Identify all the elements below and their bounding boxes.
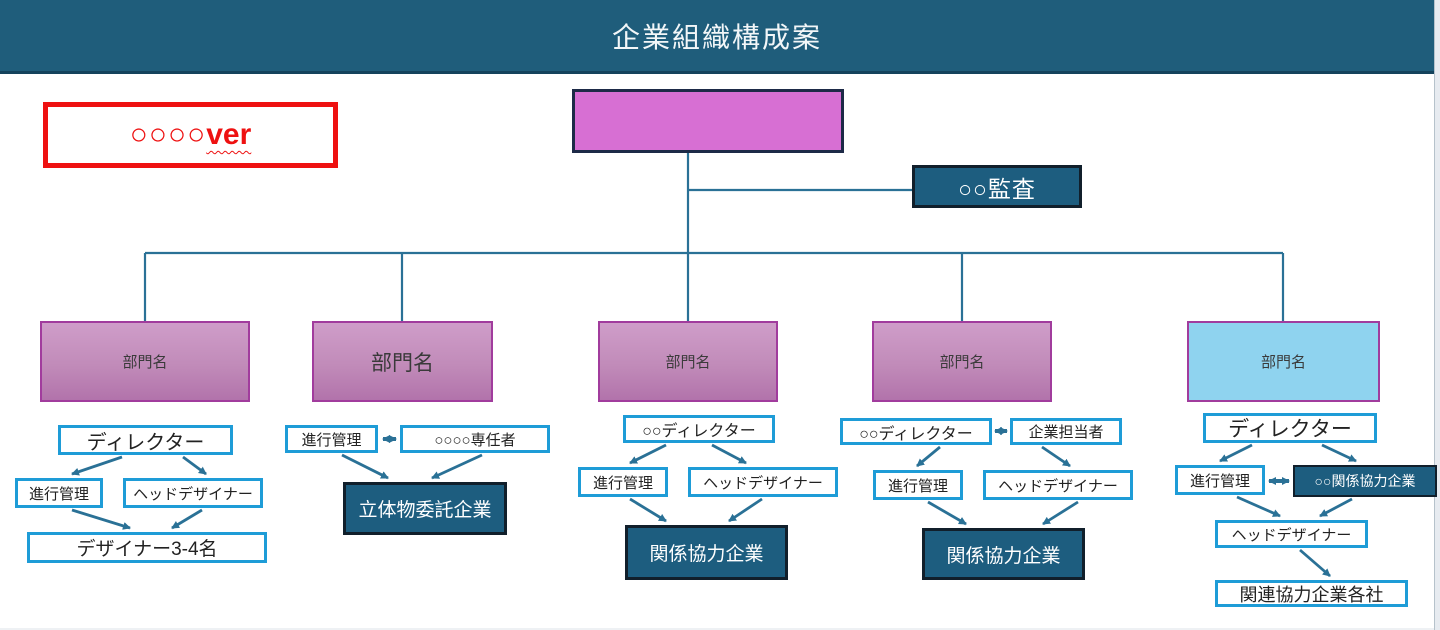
branch4-arrows [916, 427, 1079, 526]
branch2-arrows [341, 435, 483, 480]
branch3-arrows [629, 443, 763, 523]
slide-right-edge [1434, 0, 1440, 630]
branch5-partner-box: ○○関係協力企業 [1293, 465, 1437, 497]
branch4-manage-box: 進行管理 [873, 470, 963, 500]
branch1-designers-box: デザイナー3-4名 [27, 532, 267, 563]
branch4-contact-box: 企業担当者 [1010, 418, 1122, 445]
branch2-vendor-box: 立体物委託企業 [343, 482, 507, 535]
branch1-arrows [71, 455, 207, 530]
version-note-box: ○○○○ver [43, 102, 338, 168]
branch5-director-box: ディレクター [1203, 413, 1377, 443]
dept-box-1: 部門名 [40, 321, 250, 402]
branch4-head-designer-box: ヘッドデザイナー [983, 470, 1133, 500]
branch1-manage-box: 進行管理 [15, 478, 103, 508]
dept-box-5: 部門名 [1187, 321, 1380, 402]
version-suffix: ver [206, 118, 252, 151]
branch3-partner-box: 関係協力企業 [625, 525, 788, 580]
branch1-head-designer-box: ヘッドデザイナー [123, 478, 263, 508]
branch5-head-designer-box: ヘッドデザイナー [1215, 520, 1368, 548]
branch5-partner-companies-box: 関連協力企業各社 [1215, 580, 1408, 607]
branch5-arrows [1219, 443, 1357, 578]
branch3-director-box: ○○ディレクター [623, 415, 775, 443]
branch2-specialist-box: ○○○○専任者 [400, 425, 550, 453]
branch3-head-designer-box: ヘッドデザイナー [688, 467, 838, 497]
branch2-manage-box: 進行管理 [285, 425, 378, 453]
branch5-manage-box: 進行管理 [1175, 465, 1265, 495]
top-org-box [572, 89, 844, 153]
slide-header: 企業組織構成案 [0, 0, 1434, 74]
branch1-director-box: ディレクター [58, 425, 233, 455]
slide-bottom-edge [0, 628, 1434, 630]
tree-connectors [143, 153, 1285, 321]
page-title: 企業組織構成案 [611, 21, 822, 53]
branch4-director-box: ○○ディレクター [840, 418, 992, 445]
branch4-partner-box: 関係協力企業 [922, 528, 1085, 580]
dept-box-2: 部門名 [312, 321, 493, 402]
dept-box-3: 部門名 [598, 321, 778, 402]
branch3-manage-box: 進行管理 [578, 467, 668, 497]
audit-box: ○○監査 [912, 165, 1082, 208]
dept-box-4: 部門名 [872, 321, 1052, 402]
version-placeholder-circles: ○○○○ [129, 118, 207, 151]
